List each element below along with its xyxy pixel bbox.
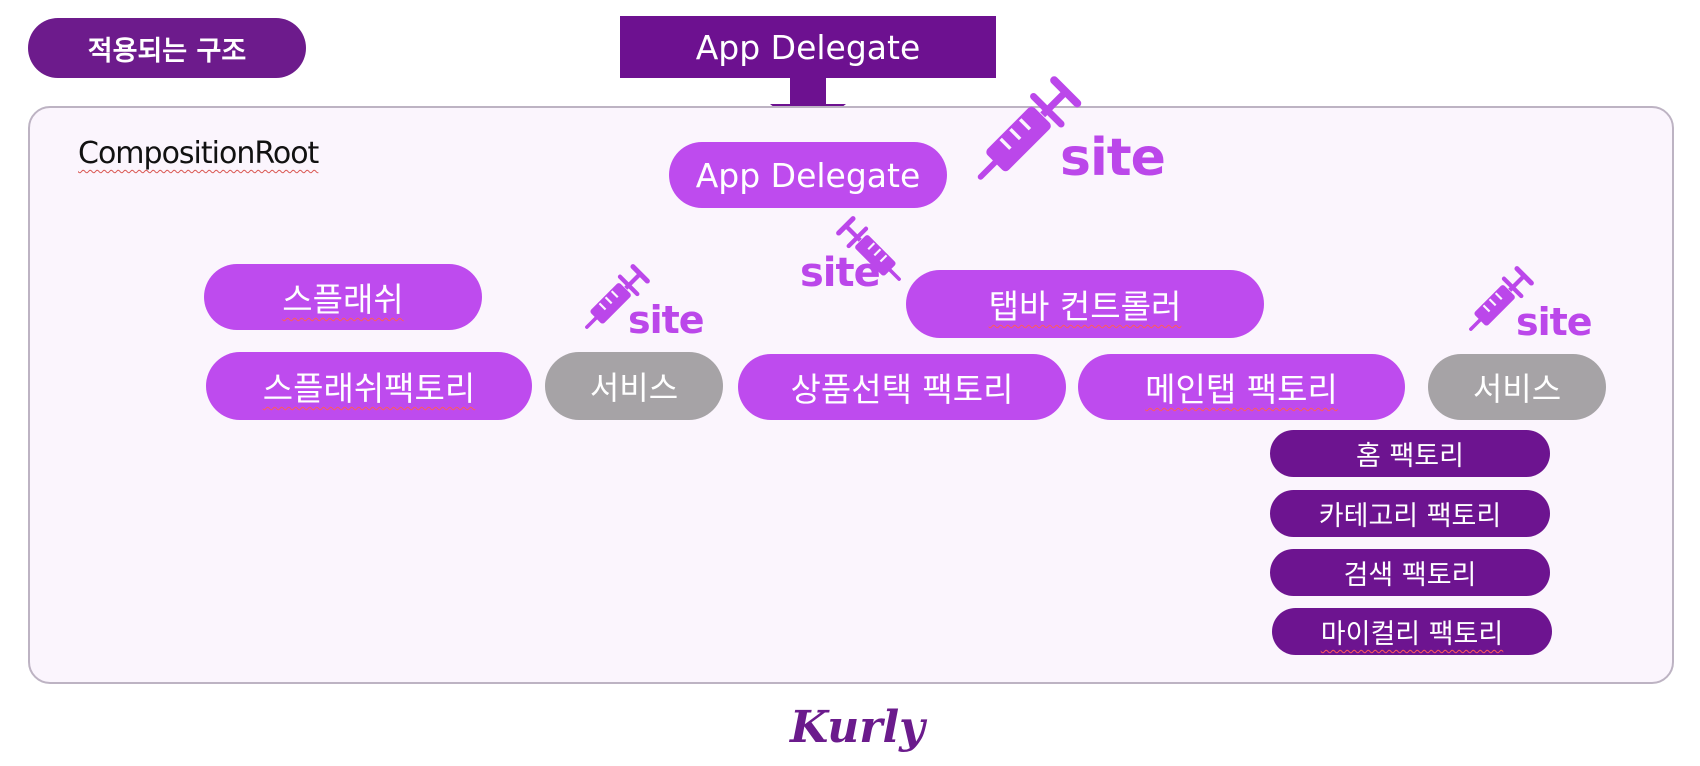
composition-root-label: CompositionRoot: [78, 136, 319, 171]
main-tab-factory-node: 메인탭 팩토리: [1078, 354, 1405, 420]
mykurly-factory-node: 마이컬리 팩토리: [1272, 608, 1552, 655]
splash-node: 스플래쉬: [204, 264, 482, 330]
app-delegate-node: App Delegate: [669, 142, 947, 208]
section-tag: 적용되는 구조: [28, 18, 306, 78]
service-right-node: 서비스: [1428, 354, 1606, 420]
splash-factory-node: 스플래쉬팩토리: [206, 352, 532, 420]
app-delegate-top-box: App Delegate: [620, 16, 996, 78]
search-factory-node: 검색 팩토리: [1270, 549, 1550, 596]
site-label: site: [628, 298, 705, 342]
site-label: site: [1060, 128, 1166, 188]
kurly-logo: Kurly: [790, 702, 925, 753]
tabbar-controller-node: 탭바 컨트롤러: [906, 270, 1264, 338]
product-select-factory-node: 상품선택 팩토리: [738, 354, 1066, 420]
site-label: site: [800, 250, 881, 296]
site-label: site: [1516, 300, 1593, 344]
home-factory-node: 홈 팩토리: [1270, 430, 1550, 477]
service-left-node: 서비스: [545, 352, 723, 420]
category-factory-node: 카테고리 팩토리: [1270, 490, 1550, 537]
